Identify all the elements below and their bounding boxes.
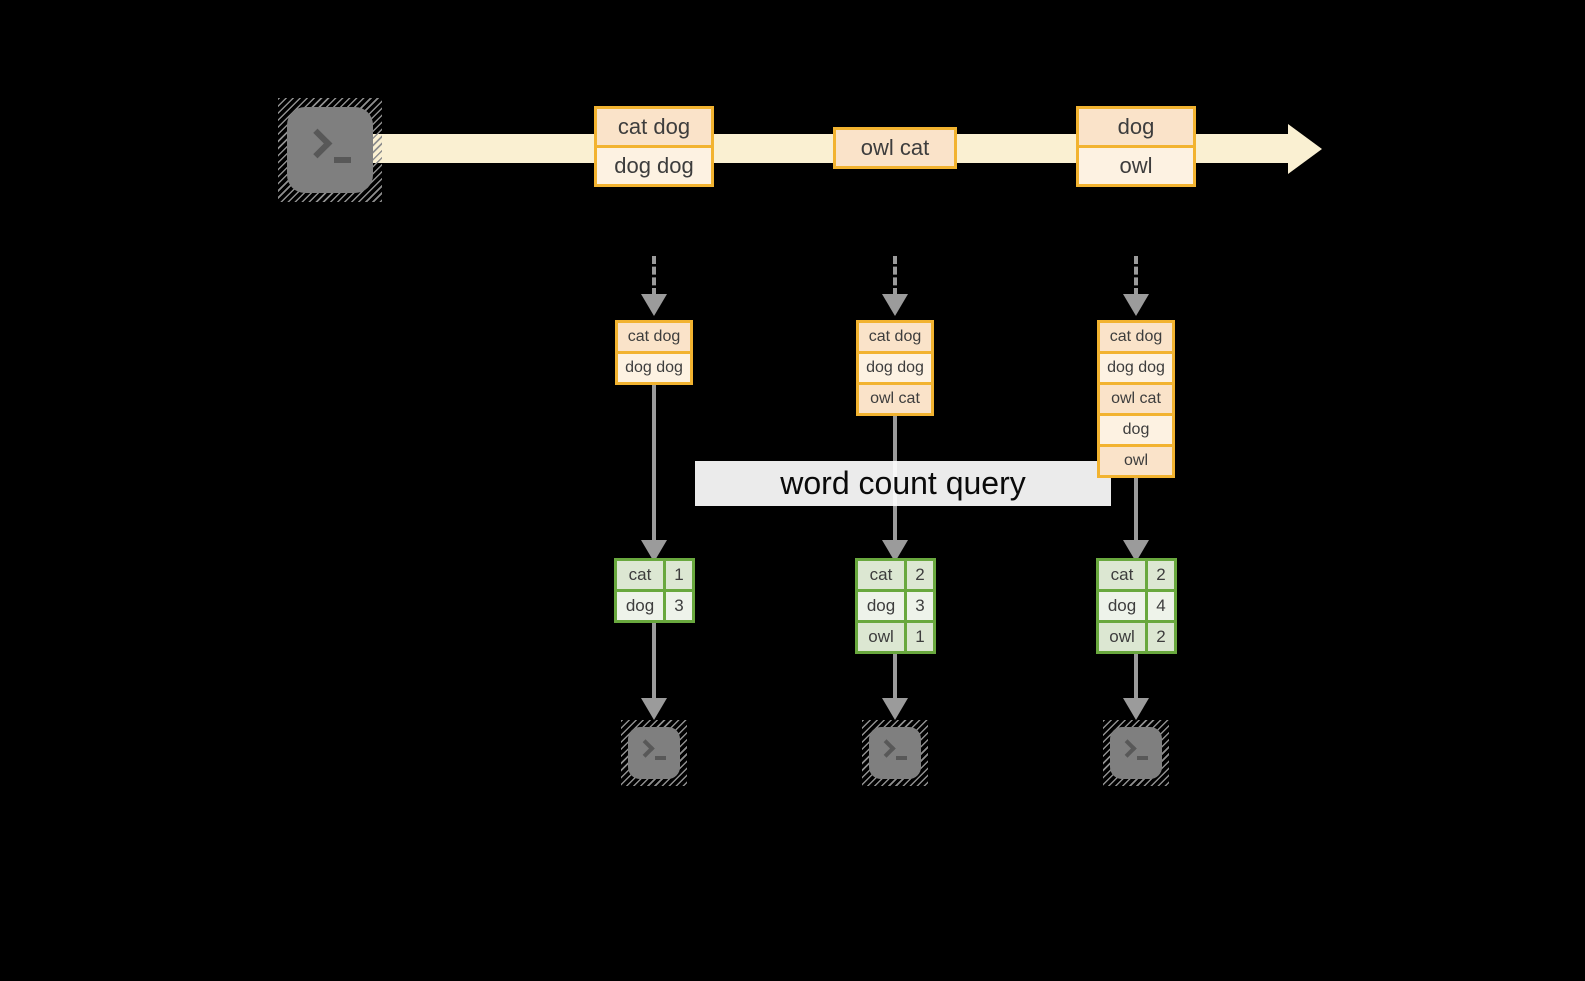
query-label-band: word count query <box>695 461 1111 506</box>
stream-event-line: owl <box>1079 148 1193 184</box>
stream-event-line: cat dog <box>597 109 711 145</box>
terminal-consumer-icon <box>628 727 680 779</box>
terminal-consumer-shadow <box>621 720 687 786</box>
event-log-box: cat dog dog dog <box>615 320 693 385</box>
log-entry: owl cat <box>859 385 931 413</box>
count-word: dog <box>1099 592 1145 620</box>
prompt-chevron-icon <box>1118 739 1137 758</box>
log-entry: cat dog <box>618 323 690 351</box>
query-label: word count query <box>780 465 1026 501</box>
log-entry: dog <box>1100 416 1172 444</box>
count-table: cat 1 dog 3 <box>614 558 695 623</box>
ingest-arrow-shaft <box>1134 256 1138 296</box>
count-value: 2 <box>1148 561 1174 589</box>
log-entry: dog dog <box>859 354 931 382</box>
ingest-arrow-shaft <box>652 256 656 296</box>
count-value: 1 <box>666 561 692 589</box>
log-entry: cat dog <box>1100 323 1172 351</box>
terminal-consumer-shadow <box>862 720 928 786</box>
query-arrow-shaft <box>652 385 656 542</box>
log-entry: owl cat <box>1100 385 1172 413</box>
ingest-arrow-head-icon <box>1123 294 1149 316</box>
query-arrow-head-icon <box>641 540 667 562</box>
prompt-chevron-icon <box>636 739 655 758</box>
count-word: dog <box>617 592 663 620</box>
output-arrow-shaft <box>1134 654 1138 700</box>
log-entry: cat dog <box>859 323 931 351</box>
prompt-underscore-icon <box>334 157 351 163</box>
stream-event-line: dog dog <box>597 148 711 184</box>
output-arrow-shaft <box>893 654 897 700</box>
terminal-source-shadow <box>278 98 382 202</box>
stream-event-box: cat dog dog dog <box>594 106 714 187</box>
stream-event-box: dog owl <box>1076 106 1196 187</box>
log-entry: owl <box>1100 447 1172 475</box>
count-table: cat 2 dog 3 owl 1 <box>855 558 936 654</box>
event-log-box: cat dog dog dog owl cat <box>856 320 934 416</box>
terminal-consumer-icon <box>1110 727 1162 779</box>
stream-event-line: dog <box>1079 109 1193 145</box>
count-value: 3 <box>666 592 692 620</box>
count-word: dog <box>858 592 904 620</box>
prompt-chevron-icon <box>877 739 896 758</box>
prompt-underscore-icon <box>896 756 907 760</box>
terminal-consumer-icon <box>869 727 921 779</box>
count-word: cat <box>1099 561 1145 589</box>
stream-event-box: owl cat <box>833 127 957 169</box>
count-value: 1 <box>907 623 933 651</box>
query-arrow-head-icon <box>1123 540 1149 562</box>
count-value: 4 <box>1148 592 1174 620</box>
count-word: cat <box>617 561 663 589</box>
stream-arrowhead-icon <box>1288 124 1322 174</box>
output-arrow-head-icon <box>882 698 908 720</box>
prompt-underscore-icon <box>655 756 666 760</box>
count-word: cat <box>858 561 904 589</box>
prompt-chevron-icon <box>302 128 333 159</box>
prompt-underscore-icon <box>1137 756 1148 760</box>
output-arrow-head-icon <box>641 698 667 720</box>
output-arrow-head-icon <box>1123 698 1149 720</box>
count-word: owl <box>1099 623 1145 651</box>
ingest-arrow-head-icon <box>882 294 908 316</box>
count-value: 2 <box>1148 623 1174 651</box>
terminal-source-icon <box>287 107 373 193</box>
output-arrow-shaft <box>652 623 656 700</box>
log-entry: dog dog <box>618 354 690 382</box>
count-value: 3 <box>907 592 933 620</box>
stream-event-line: owl cat <box>836 130 954 166</box>
count-table: cat 2 dog 4 owl 2 <box>1096 558 1177 654</box>
count-value: 2 <box>907 561 933 589</box>
query-arrow-shaft <box>1134 478 1138 542</box>
event-log-box: cat dog dog dog owl cat dog owl <box>1097 320 1175 478</box>
ingest-arrow-shaft <box>893 256 897 296</box>
count-word: owl <box>858 623 904 651</box>
ingest-arrow-head-icon <box>641 294 667 316</box>
query-arrow-head-icon <box>882 540 908 562</box>
terminal-consumer-shadow <box>1103 720 1169 786</box>
log-entry: dog dog <box>1100 354 1172 382</box>
